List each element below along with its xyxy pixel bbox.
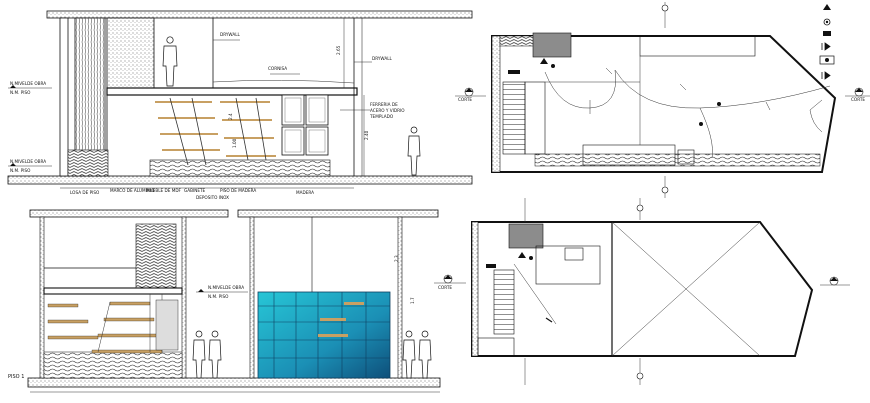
north-marker-bottom	[524, 198, 644, 385]
svg-text:2.3: 2.3	[394, 255, 399, 262]
svg-text:LOSA DE PISO: LOSA DE PISO	[70, 190, 100, 195]
human-figure-right	[407, 126, 421, 176]
mezzanine-b	[43, 287, 183, 295]
label-ferreria-1: FERRERIA DE	[370, 102, 398, 107]
gray-block-bottom	[508, 223, 544, 249]
section-marker-right-top: CORTE	[845, 87, 870, 102]
level-marker-bottom: N.MIVELDE OBRA N.M. PISO	[8, 159, 52, 173]
level-marker-b: N.MIVELDE OBRA N.M. PISO	[196, 285, 248, 299]
svg-text:N.MIVELDE OBRA: N.MIVELDE OBRA	[10, 81, 46, 86]
svg-text:2.40: 2.40	[364, 130, 369, 140]
stair-bottom	[493, 269, 515, 335]
roof-slab	[46, 10, 473, 19]
label-drywall-right: DRYWALL	[372, 56, 393, 61]
stair-top	[502, 81, 526, 155]
section-marker-left-bottom: CORTE	[434, 274, 466, 290]
display-frames	[281, 94, 329, 156]
label-cornisa: CORNISA	[268, 66, 287, 71]
svg-text:N.M. PISO: N.M. PISO	[10, 90, 31, 95]
left-wall	[59, 17, 69, 177]
section-elevation-b: N.MIVELDE OBRA N.M. PISO PISO 1 2.3 1.7	[8, 209, 441, 393]
svg-text:DEPOSITO INOX: DEPOSITO INOX	[196, 195, 229, 200]
legend-symbols	[819, 4, 835, 80]
wood-strip-top	[499, 35, 536, 47]
svg-text:MADERA: MADERA	[296, 190, 314, 195]
section-marker-left-top: CORTE	[455, 87, 486, 102]
stepped-shelves	[47, 294, 179, 354]
svg-text:N.MIVELDE OBRA: N.MIVELDE OBRA	[10, 159, 46, 164]
label-ferreria-3: TEMPLADO	[369, 114, 394, 119]
vertical-dimensions: 2.65 2.40 2.4 1.00	[228, 18, 369, 176]
gray-block-top	[532, 32, 572, 58]
label-ferreria-2: ACERO Y VIDRIO	[370, 108, 405, 113]
level-marker-top: N.MIVELDE OBRA N.M. PISO	[8, 81, 52, 95]
wood-panel-upper	[135, 223, 177, 289]
north-marker-top	[661, 2, 669, 198]
svg-text:N.MIVELDE OBRA: N.MIVELDE OBRA	[208, 285, 244, 290]
glass-shelves	[318, 302, 364, 337]
svg-text:CORTE: CORTE	[438, 285, 452, 290]
wood-column	[74, 17, 106, 177]
svg-text:GABINETE: GABINETE	[184, 188, 206, 193]
human-figures-b	[192, 330, 432, 379]
svg-text:CORTE: CORTE	[851, 97, 865, 102]
label-piso: PISO 1	[8, 374, 24, 380]
floor-wood-strip	[149, 159, 331, 177]
section-elevation-a: DRYWALL CORNISA DRYWALL FERRERIA DE ACER…	[7, 10, 473, 200]
bottom-notes: LOSA DE PISO MARCO DE ALUMINIO MUEBLE DE…	[70, 188, 314, 200]
svg-text:N.M. PISO: N.M. PISO	[208, 294, 229, 299]
upper-concrete-block	[106, 17, 155, 95]
svg-text:CORTE: CORTE	[458, 97, 472, 102]
svg-text:N.M. PISO: N.M. PISO	[10, 168, 31, 173]
floor-slab	[7, 175, 473, 185]
floor-plan-bottom: CORTE	[434, 198, 850, 385]
slanted-shelves	[155, 97, 276, 166]
svg-text:1.00: 1.00	[232, 138, 237, 148]
label-drywall-top: DRYWALL	[220, 32, 241, 37]
svg-text:PISO DE MADERA: PISO DE MADERA	[220, 188, 256, 193]
mezzanine-slab	[106, 87, 358, 96]
floor-plan-top: CORTE CORTE	[455, 2, 870, 198]
glass-mullions	[258, 292, 390, 378]
wood-strip-bottom	[534, 153, 821, 167]
floor-slab-b	[27, 377, 441, 388]
human-figure-upper	[162, 36, 178, 87]
section-marker-right-bottom	[820, 276, 850, 286]
void-cross-2	[611, 221, 761, 357]
svg-text:2.65: 2.65	[336, 45, 341, 55]
base-cabinet	[67, 149, 109, 177]
roof-slab-b	[29, 209, 229, 218]
svg-text:1.7: 1.7	[410, 297, 415, 304]
svg-text:2.4: 2.4	[228, 113, 233, 120]
svg-text:MUEBLE DE MDF: MUEBLE DE MDF	[146, 188, 182, 193]
svg-text:MARCO DE ALUMINIO: MARCO DE ALUMINIO	[110, 188, 155, 193]
